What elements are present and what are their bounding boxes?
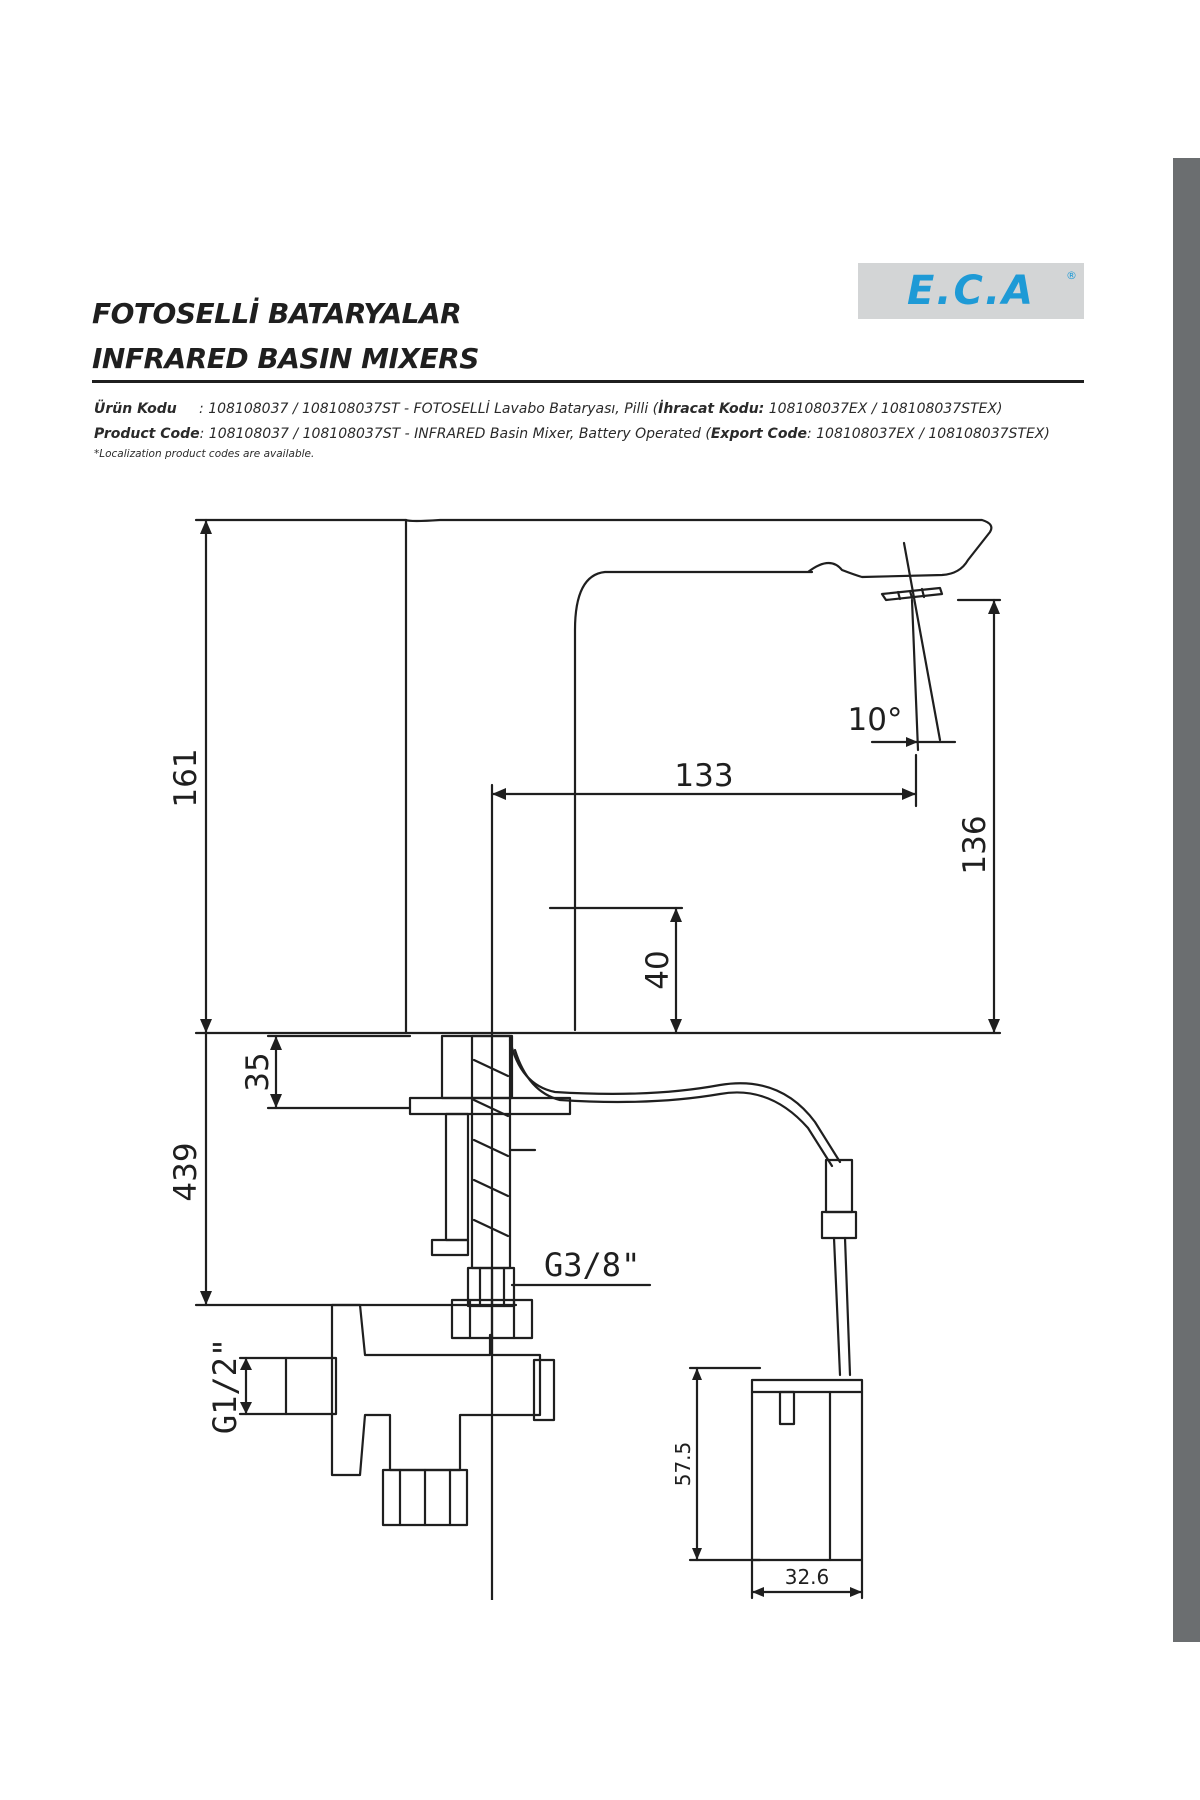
- arrow-35-top: [270, 1036, 282, 1050]
- product-code-tr-value: : 108108037 / 108108037ST - FOTOSELLİ La…: [199, 401, 659, 417]
- sensor-hatch-2: [908, 589, 914, 600]
- cable-connector: [824, 1158, 854, 1214]
- technical-drawing: 161 133 10° 136 40 35 439 G3/8" G1/2" 57…: [168, 518, 1002, 1600]
- hose-braid-hatch-3: [472, 1138, 510, 1158]
- eca-logo: E.C.A ®: [858, 263, 1084, 319]
- sensor-hatch-1: [896, 590, 902, 601]
- arrow-136-bottom: [988, 1019, 1000, 1033]
- product-code-tr: Ürün Kodu : 108108037 / 108108037ST - FO…: [94, 401, 1002, 417]
- valve-body: [330, 1303, 542, 1477]
- hose-braid-hatch-4: [472, 1178, 510, 1198]
- side-bar: [1173, 158, 1200, 1642]
- dim-326-label: 32.6: [785, 1565, 830, 1589]
- sensor-window: [880, 586, 944, 602]
- battery-box-clip: [778, 1390, 796, 1426]
- hose-braid-hatch-2: [472, 1098, 510, 1118]
- product-code-en-value: : 108108037 / 108108037ST - INFRARED Bas…: [199, 426, 711, 442]
- title-turkish: FOTOSELLİ BATARYALAR: [92, 297, 462, 330]
- cable-lead: [832, 1236, 842, 1377]
- product-code-tr-label: Ürün Kodu: [94, 401, 177, 417]
- product-code-en: Product Code: 108108037 / 108108037ST - …: [94, 426, 1050, 442]
- product-code-en-label: Product Code: [94, 426, 200, 442]
- dim-40-label: 40: [640, 950, 676, 989]
- hose-braid-hatch-5: [472, 1218, 510, 1238]
- sensor-axis-line: [902, 541, 942, 742]
- localization-note: *Localization product codes are availabl…: [94, 448, 315, 460]
- faucet-body: [404, 518, 993, 1035]
- logo-registered-mark: ®: [1066, 269, 1077, 282]
- dim-133-label: 133: [674, 758, 733, 794]
- arrow-133-left: [492, 788, 506, 800]
- arrow-g12-bottom: [240, 1402, 252, 1414]
- threaded-rod: [444, 1112, 470, 1242]
- export-code-en-label: Export Code: [710, 426, 807, 442]
- dim-439-label: 439: [168, 1142, 204, 1201]
- arrow-g12-top: [240, 1358, 252, 1370]
- arrow-161-top: [200, 520, 212, 534]
- valve-outlet-cap: [532, 1358, 556, 1422]
- logo-text: E.C.A: [906, 268, 1036, 314]
- dim-g12-label: G1/2": [206, 1338, 244, 1434]
- hose-braid-hatch-1: [472, 1058, 510, 1078]
- dim-35-label: 35: [240, 1052, 276, 1091]
- arrow-133-right: [902, 788, 916, 800]
- export-code-tr-label: İhracat Kodu:: [658, 401, 765, 417]
- arrow-575-top: [692, 1368, 702, 1380]
- mount-plate: [408, 1096, 572, 1116]
- arrow-439-bottom: [200, 1291, 212, 1305]
- battery-box: [750, 1378, 864, 1562]
- sensor-hatch-3: [920, 587, 926, 599]
- sensor-beam-line: [910, 598, 920, 752]
- dim-161-label: 161: [168, 748, 204, 807]
- arrow-326-left: [752, 1587, 764, 1597]
- dim-10deg-label: 10°: [848, 702, 903, 738]
- sensor-cable: [508, 1038, 842, 1164]
- arrow-40-bottom: [670, 1019, 682, 1033]
- valve-inlet-stub: [284, 1356, 338, 1416]
- arrow-575-bottom: [692, 1548, 702, 1560]
- arrow-161-bottom: [200, 1019, 212, 1033]
- mount-shank: [440, 1034, 514, 1100]
- cable-lead-2: [843, 1236, 852, 1377]
- arrow-136-top: [988, 600, 1000, 614]
- export-code-tr-value: 108108037EX / 108108037STEX): [764, 401, 1003, 417]
- arrow-40-top: [670, 908, 682, 922]
- export-code-en-value: : 108108037EX / 108108037STEX): [806, 426, 1050, 442]
- arrow-35-bottom: [270, 1094, 282, 1108]
- threaded-rod-bottom: [430, 1238, 470, 1257]
- header-rule: [92, 380, 1084, 383]
- arrow-angle: [906, 737, 918, 747]
- title-english: INFRARED BASIN MIXERS: [92, 342, 479, 375]
- dim-575-label: 57.5: [671, 1442, 695, 1487]
- cable-connector-ring: [820, 1210, 858, 1240]
- dim-136-label: 136: [957, 815, 993, 874]
- arrow-326-right: [850, 1587, 862, 1597]
- dim-g38-label: G3/8": [544, 1246, 640, 1284]
- sensor-cable-2: [513, 1048, 834, 1168]
